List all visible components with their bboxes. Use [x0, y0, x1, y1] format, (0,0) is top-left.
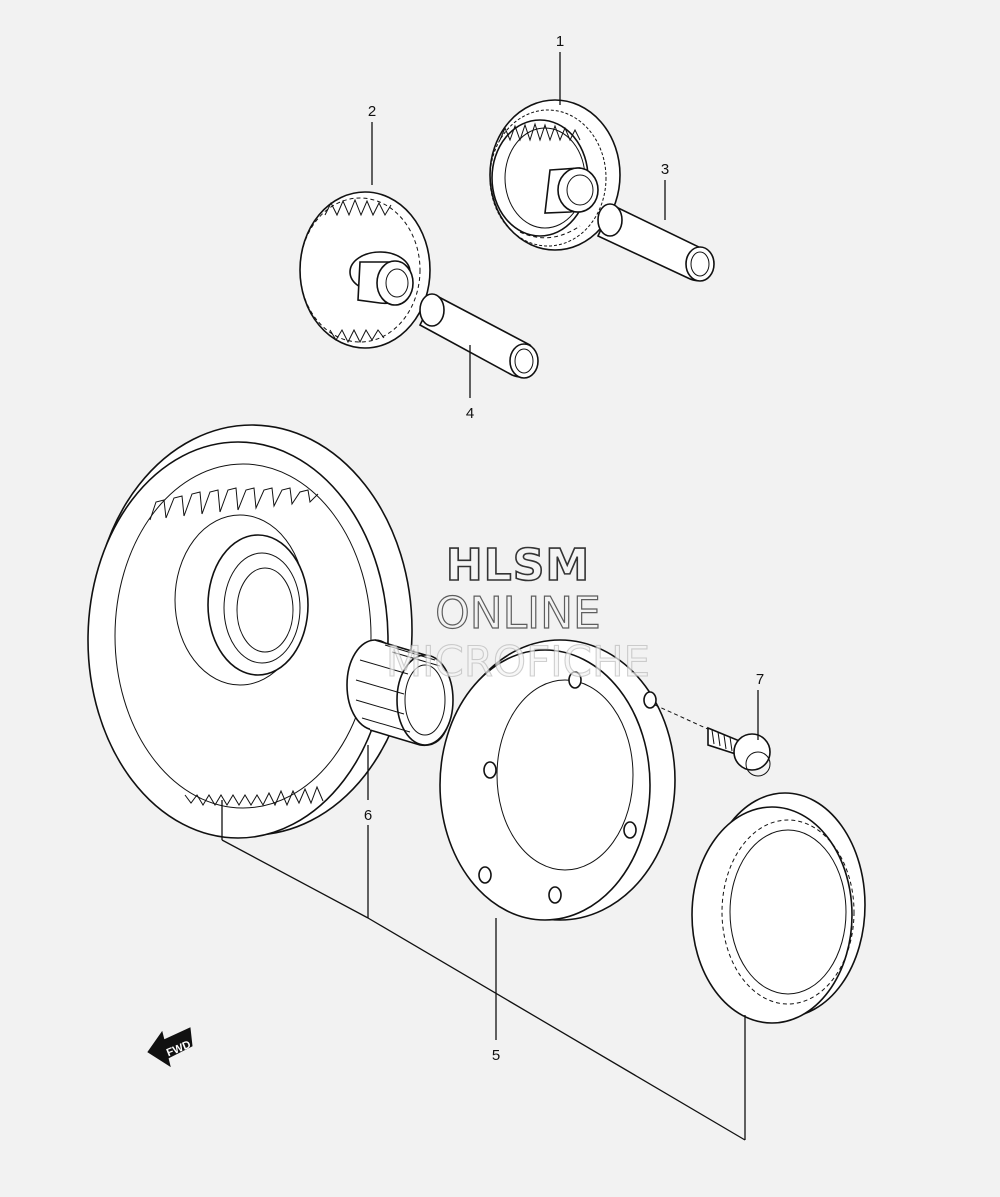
- leader-lines: [221, 52, 759, 1141]
- callout-3: 3: [661, 161, 669, 178]
- large-starter-gear: [87, 424, 413, 839]
- fwd-direction-arrow: FWD: [147, 1027, 193, 1068]
- idler-gear-part-1: [489, 99, 621, 251]
- watermark-line-2: ONLINE: [435, 588, 601, 639]
- bolt-part-7: [654, 704, 771, 777]
- watermark-line-1: HLSM: [446, 540, 590, 591]
- watermark-line-3: MICROFICHE: [386, 637, 650, 686]
- callout-1: 1: [556, 33, 564, 50]
- clutch-housing-part-5: [439, 639, 676, 921]
- shaft-part-3: [596, 203, 715, 282]
- one-way-clutch: [691, 792, 866, 1024]
- callout-5: 5: [492, 1047, 500, 1064]
- callout-7: 7: [756, 671, 764, 688]
- needle-bearing-part-6: [346, 639, 454, 747]
- shaft-part-4: [418, 293, 539, 379]
- callout-2: 2: [368, 103, 376, 120]
- gear-part-2: [299, 191, 431, 349]
- callout-4: 4: [466, 405, 474, 422]
- callout-6: 6: [364, 807, 372, 824]
